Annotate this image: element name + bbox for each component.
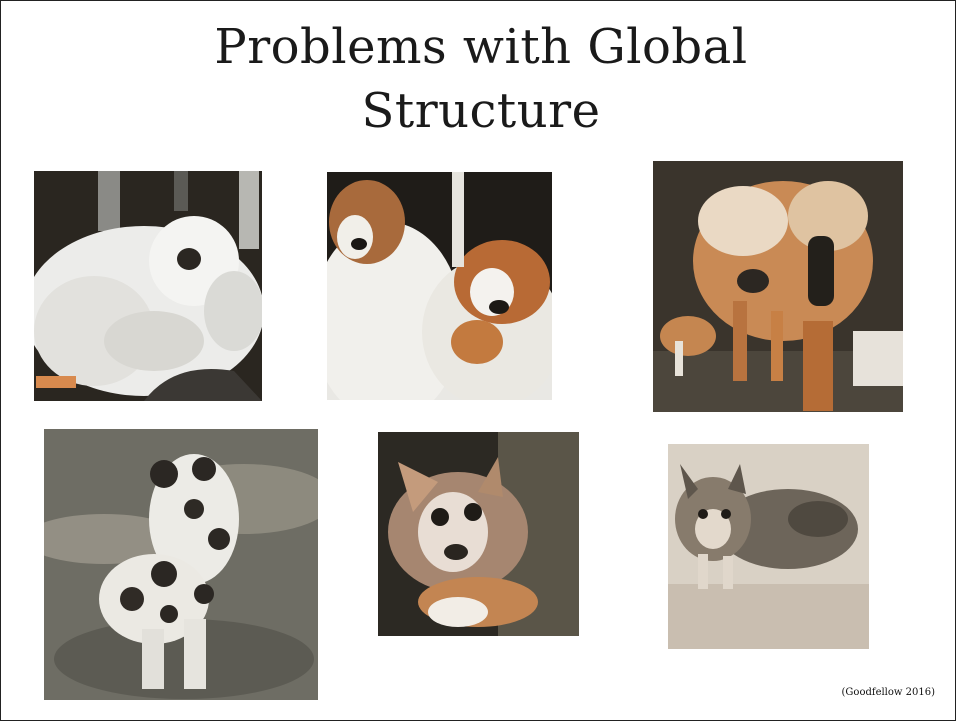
slide-title-line-1: Problems with Global — [214, 19, 748, 75]
credit-citation: (Goodfellow 2016) — [841, 687, 935, 698]
slide-title: Problems with Global Structure — [121, 15, 841, 143]
generated-image-two-dogs — [327, 172, 552, 400]
generated-image-puppy — [378, 432, 579, 636]
generated-image-spotted-dog — [44, 429, 318, 700]
generated-image-cat — [668, 444, 869, 649]
generated-image-white-dog — [34, 171, 262, 401]
slide-title-line-2: Structure — [361, 83, 601, 139]
generated-image-orange-creature — [653, 161, 903, 412]
